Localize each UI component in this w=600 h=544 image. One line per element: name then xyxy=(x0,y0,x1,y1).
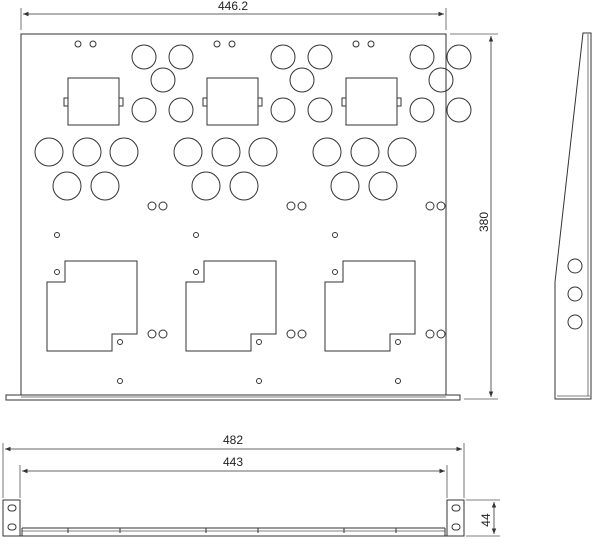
front-panel-view xyxy=(5,33,472,401)
small-hole xyxy=(74,40,82,48)
small-hole xyxy=(352,40,360,48)
tiny-hole xyxy=(193,232,199,238)
small-hole xyxy=(213,40,221,48)
l-shaped-cutout xyxy=(46,260,138,352)
dimension-panel-width: 446.2 xyxy=(20,0,447,30)
connector-hole xyxy=(131,44,157,70)
panel-width-label: 446.2 xyxy=(218,0,248,13)
cutout-tab xyxy=(118,97,124,107)
small-hole xyxy=(286,201,296,211)
l-shaped-cutout xyxy=(324,260,416,352)
square-cutout xyxy=(206,77,259,126)
connector-hole xyxy=(330,171,360,201)
connector-hole xyxy=(52,171,82,201)
connector-hole xyxy=(34,137,64,167)
tiny-hole xyxy=(256,378,262,384)
connector-hole xyxy=(191,171,221,201)
small-hole xyxy=(286,329,296,339)
right-rack-ear xyxy=(446,499,465,537)
small-hole xyxy=(367,40,375,48)
side-hole xyxy=(567,314,583,330)
ear-slot xyxy=(7,504,17,512)
connector-hole xyxy=(72,137,102,167)
connector-hole xyxy=(150,67,176,93)
small-hole xyxy=(158,329,168,339)
square-cutout xyxy=(345,77,398,126)
cutout-tab xyxy=(63,97,69,107)
tiny-hole xyxy=(256,339,262,345)
connector-hole xyxy=(109,137,139,167)
inner-width-label: 443 xyxy=(223,455,243,469)
side-hole xyxy=(567,286,583,302)
side-hole xyxy=(567,258,583,274)
panel-outline xyxy=(20,33,447,396)
small-hole xyxy=(228,40,236,48)
connector-hole xyxy=(168,97,194,123)
connector-hole xyxy=(270,97,296,123)
dimension-unit-height: 44 xyxy=(466,499,500,537)
small-hole xyxy=(297,201,307,211)
rack-width-label: 482 xyxy=(223,433,243,447)
tiny-hole xyxy=(395,339,401,345)
panel-height-label: 380 xyxy=(477,212,491,232)
tiny-hole xyxy=(332,232,338,238)
connector-hole xyxy=(168,44,194,70)
tiny-hole xyxy=(395,378,401,384)
dimension-panel-height: 380 xyxy=(450,33,498,400)
connector-hole xyxy=(131,97,157,123)
small-hole xyxy=(158,201,168,211)
rack-top-view xyxy=(2,499,465,537)
small-hole xyxy=(436,329,446,339)
small-hole xyxy=(297,329,307,339)
connector-hole xyxy=(312,137,342,167)
panel-holes xyxy=(34,40,472,384)
tiny-hole xyxy=(332,269,338,275)
connector-hole xyxy=(229,171,259,201)
connector-hole xyxy=(387,137,417,167)
small-hole xyxy=(89,40,97,48)
connector-hole xyxy=(409,97,435,123)
cutout-tab xyxy=(202,97,208,107)
connector-hole xyxy=(446,97,472,123)
tiny-hole xyxy=(54,269,60,275)
dimension-rack-width: 482 xyxy=(2,433,465,498)
dimension-inner-width: 443 xyxy=(19,455,448,498)
connector-hole xyxy=(270,44,296,70)
ear-slot xyxy=(451,504,461,512)
cutout-tab xyxy=(396,97,402,107)
small-hole xyxy=(147,201,157,211)
ear-slot xyxy=(451,523,461,531)
connector-hole xyxy=(428,67,454,93)
connector-hole xyxy=(173,137,203,167)
l-shaped-cutout xyxy=(185,260,277,352)
unit-height-label: 44 xyxy=(479,513,493,527)
small-hole xyxy=(147,329,157,339)
connector-hole xyxy=(307,97,333,123)
cutout-tab xyxy=(341,97,347,107)
ear-slot xyxy=(7,523,17,531)
connector-hole xyxy=(307,44,333,70)
connector-hole xyxy=(409,44,435,70)
connector-hole xyxy=(90,171,120,201)
connector-hole xyxy=(350,137,380,167)
connector-hole xyxy=(446,44,472,70)
connector-hole xyxy=(248,137,278,167)
connector-hole xyxy=(289,67,315,93)
connector-hole xyxy=(211,137,241,167)
tiny-hole xyxy=(117,339,123,345)
small-hole xyxy=(425,201,435,211)
small-hole xyxy=(436,201,446,211)
side-view xyxy=(554,32,592,400)
connector-hole xyxy=(368,171,398,201)
side-bracket-outline xyxy=(554,32,592,400)
square-cutout xyxy=(67,77,120,126)
small-hole xyxy=(425,329,435,339)
tiny-hole xyxy=(193,269,199,275)
tiny-hole xyxy=(54,232,60,238)
cutout-tab xyxy=(257,97,263,107)
tiny-hole xyxy=(117,378,123,384)
panel-flange xyxy=(5,34,461,401)
